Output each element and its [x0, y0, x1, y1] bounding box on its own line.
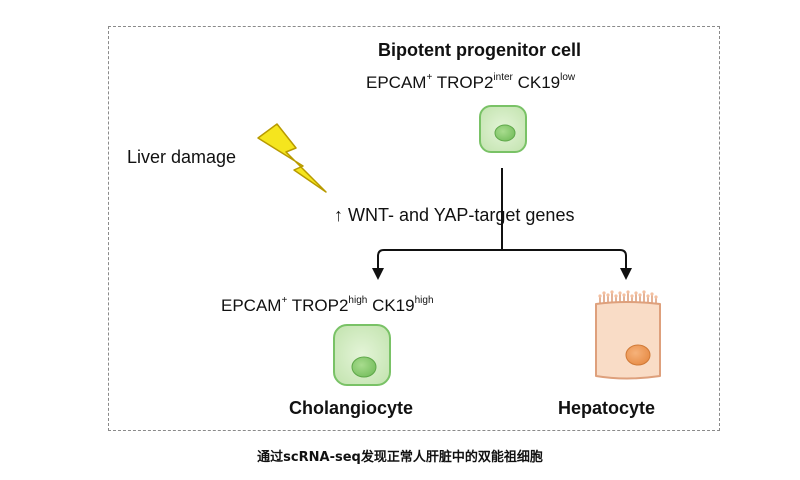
- arrowhead-left: [372, 268, 384, 280]
- chol-marker-trop2: TROP2: [291, 296, 349, 315]
- marker-epcam: EPCAM: [366, 73, 427, 92]
- chol-marker-epcam-sup: +: [281, 295, 288, 306]
- figure-frame: [108, 26, 720, 431]
- marker-trop2: TROP2: [436, 73, 494, 92]
- hepatocyte-cell-icon: [595, 290, 661, 380]
- up-arrow-icon: ↑: [334, 205, 343, 225]
- cholangiocyte-markers: EPCAM+ TROP2high CK19high: [221, 295, 434, 316]
- lightning-bolt-icon: [257, 123, 327, 193]
- hepatocyte-label: Hepatocyte: [558, 398, 656, 418]
- genes-label: WNT- and YAP-target genes: [348, 205, 575, 225]
- marker-epcam-sup: +: [426, 72, 433, 83]
- cholangiocyte-label: Cholangiocyte: [289, 398, 414, 418]
- figure-caption: 通过scRNA-seq发现正常人肝脏中的双能祖细胞: [257, 450, 543, 465]
- chol-marker-ck19: CK19: [372, 296, 415, 315]
- branch-connector: [377, 249, 627, 270]
- progenitor-cell-icon: [479, 105, 527, 153]
- chol-marker-trop2-sup: high: [348, 295, 368, 306]
- arrowhead-right: [620, 268, 632, 280]
- cholangiocyte-cell-icon: [333, 324, 391, 386]
- chol-marker-ck19-sup: high: [414, 295, 434, 306]
- marker-trop2-sup: inter: [493, 72, 513, 83]
- liver-damage-label: Liver damage: [127, 147, 237, 167]
- diagram-title: Bipotent progenitor cell: [378, 40, 582, 60]
- marker-ck19-sup: low: [560, 72, 576, 83]
- progenitor-markers: EPCAM+ TROP2inter CK19low: [366, 72, 575, 93]
- marker-ck19: CK19: [517, 73, 561, 92]
- genes-label-row: ↑ WNT- and YAP-target genes: [334, 205, 574, 226]
- chol-marker-epcam: EPCAM: [221, 296, 282, 315]
